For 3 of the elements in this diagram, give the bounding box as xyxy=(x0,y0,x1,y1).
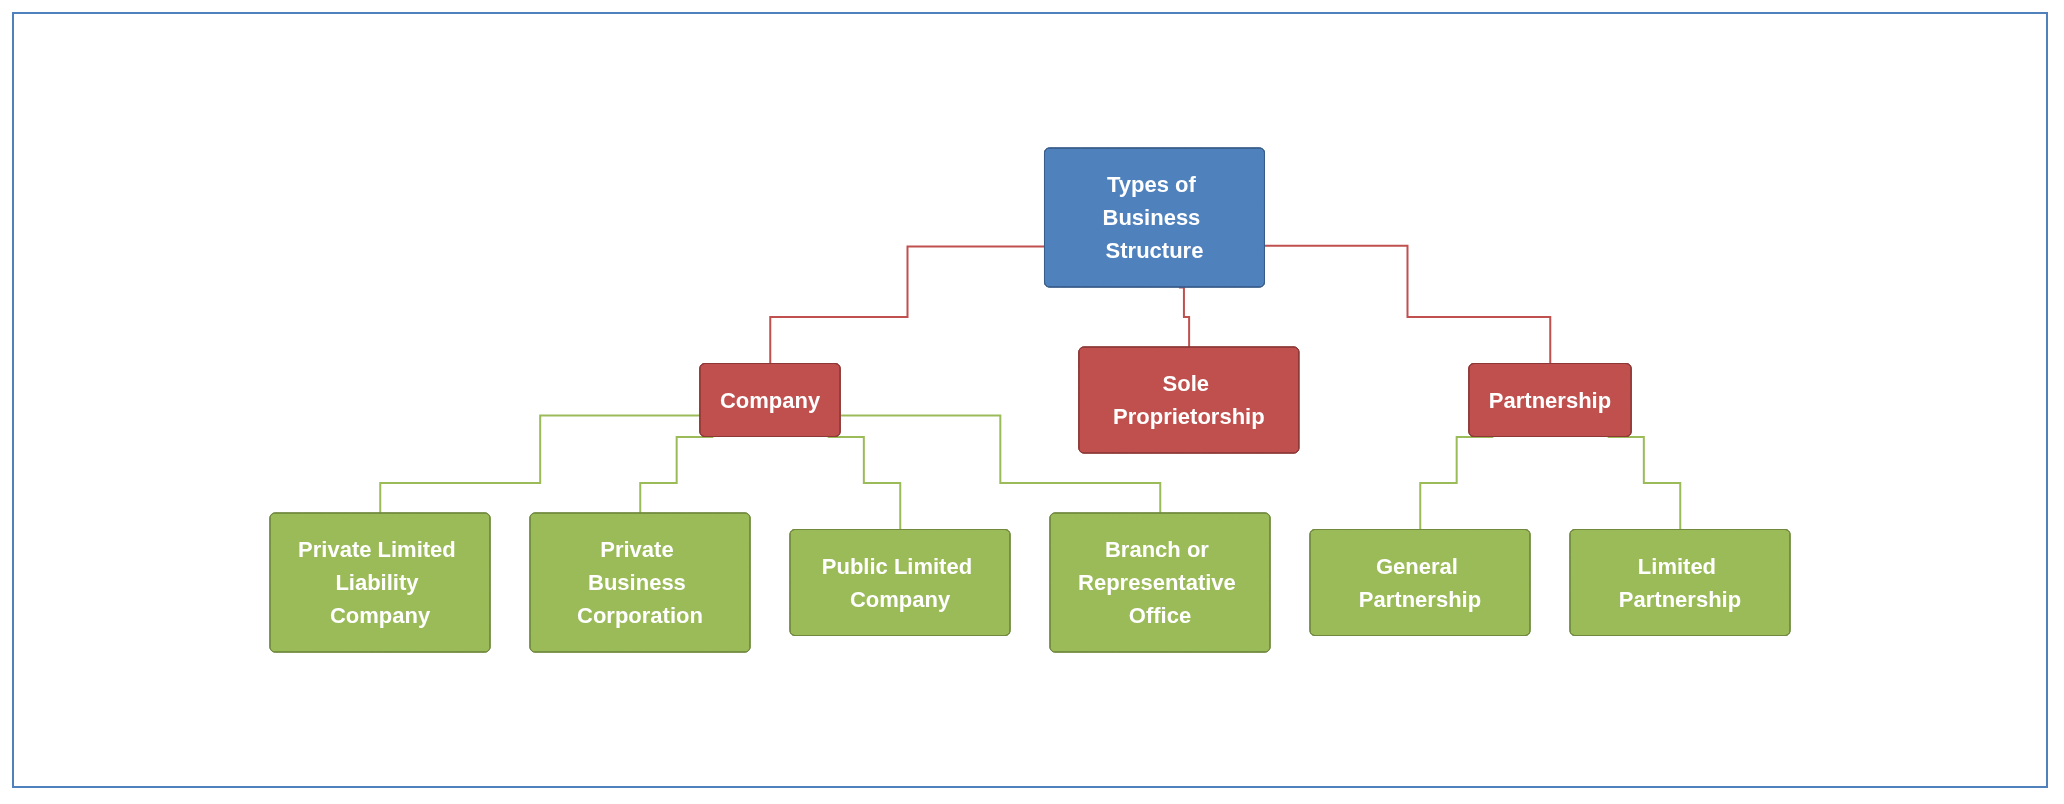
connector xyxy=(769,245,1046,365)
connector xyxy=(1264,244,1552,365)
connector xyxy=(839,414,1162,515)
